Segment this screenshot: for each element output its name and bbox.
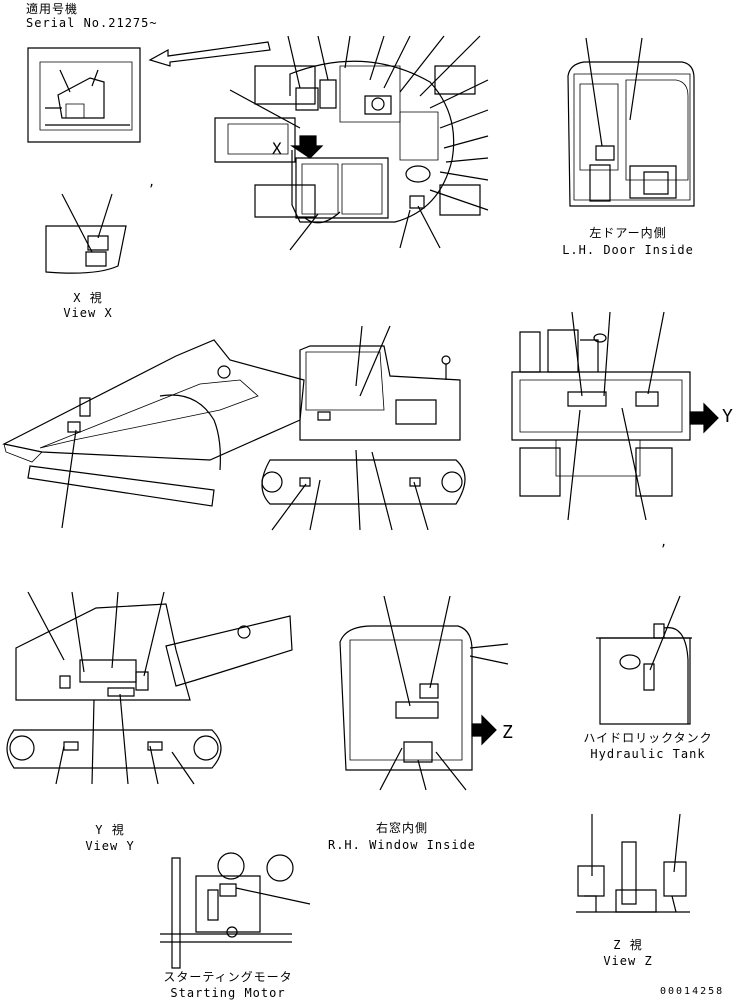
svg-text:,: , bbox=[660, 535, 667, 549]
rear-view bbox=[512, 312, 718, 520]
view-y-side bbox=[7, 592, 292, 784]
view-x-marker: X bbox=[272, 139, 283, 158]
view-z-detail bbox=[576, 814, 690, 912]
lh-door-en: L.H. Door Inside bbox=[562, 243, 694, 257]
view-y-en: View Y bbox=[85, 839, 135, 853]
serial-number-label: Serial No.21275~ bbox=[26, 16, 158, 30]
svg-text:,: , bbox=[148, 175, 155, 189]
applicable-model-label: 適用号機 bbox=[26, 2, 79, 16]
view-z-en: View Z bbox=[603, 954, 653, 968]
rh-window-view bbox=[340, 596, 508, 790]
plan-view-top bbox=[215, 36, 488, 250]
view-x-detail bbox=[46, 194, 126, 273]
part-number: 00014258 bbox=[660, 986, 725, 997]
inset-detail-view bbox=[28, 48, 140, 142]
view-x-jp: X 視 bbox=[73, 291, 103, 305]
hydraulic-tank-en: Hydraulic Tank bbox=[590, 747, 706, 761]
starting-motor-view bbox=[160, 853, 310, 968]
rh-window-en: R.H. Window Inside bbox=[327, 838, 477, 852]
rh-window-jp: 右窓内側 bbox=[375, 821, 429, 835]
view-y-marker: Y bbox=[722, 406, 734, 427]
lh-door-jp: 左ドアー内側 bbox=[589, 226, 667, 240]
view-x-en: View X bbox=[63, 306, 113, 320]
left-side-excavator bbox=[4, 326, 465, 530]
view-z-jp: Z 視 bbox=[613, 938, 643, 952]
hydraulic-tank-jp: ハイドロリックタンク bbox=[583, 731, 713, 745]
starting-motor-jp: スターティングモータ bbox=[163, 970, 293, 984]
hydraulic-tank-view bbox=[596, 596, 692, 724]
starting-motor-en: Starting Motor bbox=[170, 986, 286, 1000]
lh-door-view bbox=[568, 38, 694, 206]
arrow-left-icon bbox=[150, 42, 270, 66]
view-y-jp: Y 視 bbox=[95, 823, 125, 837]
view-z-marker: Z bbox=[502, 722, 514, 743]
